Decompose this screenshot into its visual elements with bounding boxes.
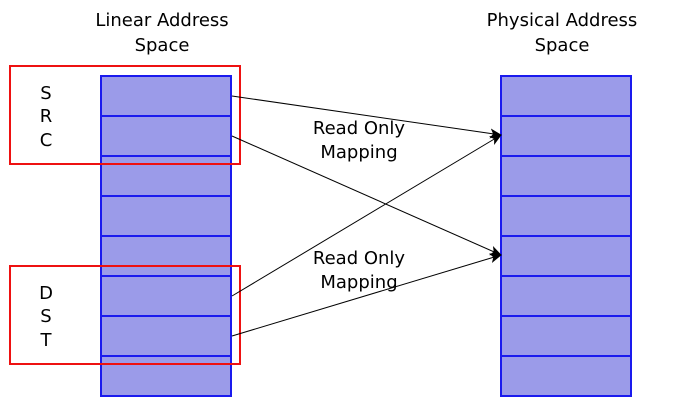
physical-page-stack bbox=[500, 75, 632, 397]
mapping-arrow-3 bbox=[231, 134, 502, 297]
physical-page-1 bbox=[500, 75, 632, 117]
linear-page-3 bbox=[100, 155, 232, 197]
linear-space-title-line1: Linear Address bbox=[95, 10, 228, 31]
physical-page-5 bbox=[500, 235, 632, 277]
linear-page-7 bbox=[100, 315, 232, 357]
linear-page-5 bbox=[100, 235, 232, 277]
mapping-label-2-line2: Mapping bbox=[320, 272, 397, 293]
linear-page-4 bbox=[100, 195, 232, 237]
linear-page-2 bbox=[100, 115, 232, 157]
linear-page-6 bbox=[100, 275, 232, 317]
linear-page-8 bbox=[100, 355, 232, 397]
physical-space-title-line1: Physical Address bbox=[487, 10, 638, 31]
mapping-label-1-line2: Mapping bbox=[320, 142, 397, 163]
physical-page-8 bbox=[500, 355, 632, 397]
src-letter-c: C bbox=[40, 130, 53, 151]
dst-region-box bbox=[9, 265, 241, 365]
linear-page-1 bbox=[100, 75, 232, 117]
mapping-arrow-4 bbox=[231, 253, 502, 337]
dst-letter-d: D bbox=[39, 283, 53, 304]
physical-page-7 bbox=[500, 315, 632, 357]
mapping-label-2-line1: Read Only bbox=[313, 248, 406, 269]
dst-letter-s: S bbox=[40, 306, 51, 327]
physical-page-6 bbox=[500, 275, 632, 317]
mapping-arrow-1 bbox=[231, 95, 502, 139]
physical-page-3 bbox=[500, 155, 632, 197]
physical-space-title-line2: Space bbox=[535, 35, 590, 56]
mapping-arrow-2 bbox=[231, 135, 502, 256]
src-letter-s: S bbox=[40, 83, 51, 104]
dst-letter-t: T bbox=[40, 330, 53, 351]
physical-page-2 bbox=[500, 115, 632, 157]
linear-page-stack bbox=[100, 75, 232, 397]
physical-page-4 bbox=[500, 195, 632, 237]
mapping-arrows bbox=[231, 95, 502, 337]
mapping-label-1-line1: Read Only bbox=[313, 118, 406, 139]
src-region-box bbox=[9, 65, 241, 165]
linear-space-title-line2: Space bbox=[135, 35, 190, 56]
src-letter-r: R bbox=[40, 106, 53, 127]
